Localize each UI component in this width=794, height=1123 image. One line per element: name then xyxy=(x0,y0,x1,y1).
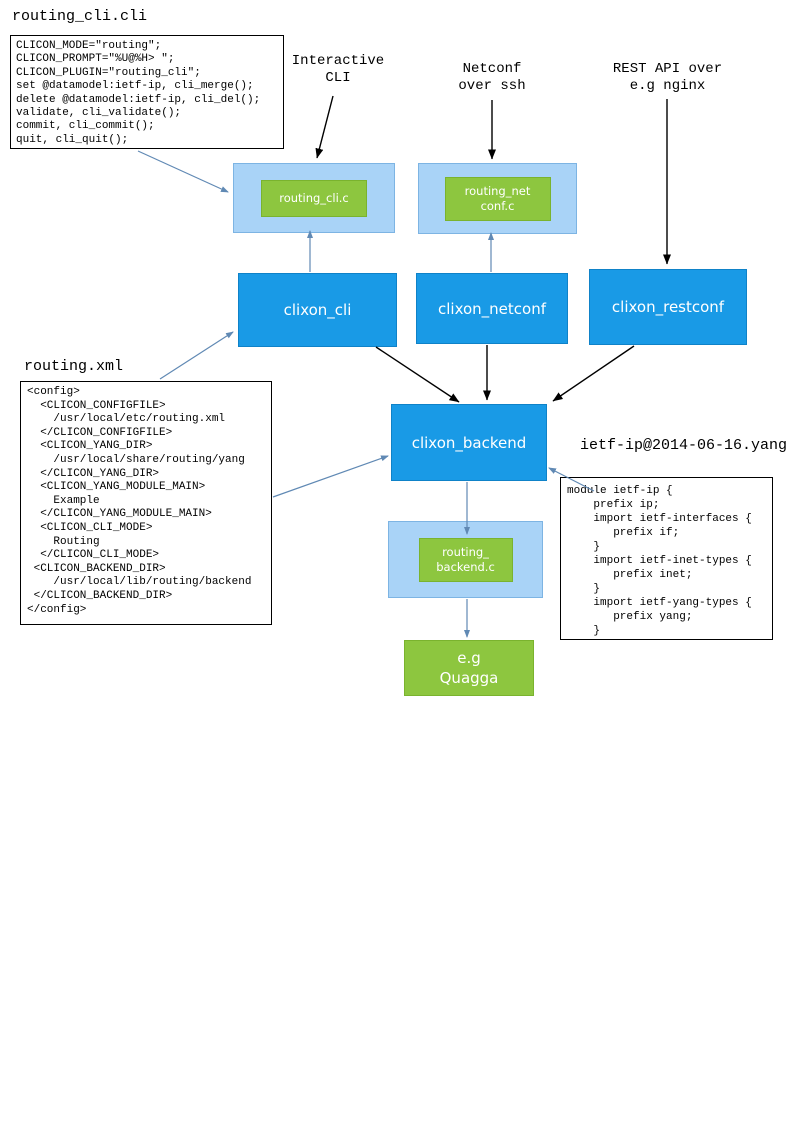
arrow-xml-file-to-backend xyxy=(272,455,389,498)
node-clixon-cli: clixon_cli xyxy=(238,273,397,347)
cli-file-code: CLICON_MODE="routing"; CLICON_PROMPT="%U… xyxy=(10,35,284,149)
node-routing-cli-plugin: routing_cli.c xyxy=(261,179,367,217)
node-clixon-restconf: clixon_restconf xyxy=(589,269,747,345)
arrow-cli-file-to-routing-cli-plugin xyxy=(137,150,229,193)
annotation-interactive-cli: Interactive CLI xyxy=(291,53,385,86)
node-clixon-restconf-label: clixon_restconf xyxy=(611,298,725,316)
arrow-xml-file-to-clixon-cli xyxy=(159,331,234,380)
node-routing-netconf-plugin-label: routing_net conf.c xyxy=(464,183,531,213)
node-routing-netconf-plugin-container: routing_net conf.c xyxy=(418,163,577,234)
yang-file-code: module ietf-ip { prefix ip; import ietf-… xyxy=(560,477,773,640)
node-routing-backend-plugin-label: routing_ backend.c xyxy=(436,544,495,574)
xml-file-title: routing.xml xyxy=(24,358,124,375)
node-routing-backend-plugin: routing_ backend.c xyxy=(418,537,513,582)
node-routing-backend-plugin-container: routing_ backend.c xyxy=(388,521,543,598)
arrow-interactive-cli-to-routing-cli xyxy=(315,95,334,159)
node-routing-netconf-plugin: routing_net conf.c xyxy=(444,176,551,221)
xml-file-code: <config> <CLICON_CONFIGFILE> /usr/local/… xyxy=(20,381,272,625)
node-quagga-label: e.g Quagga xyxy=(439,649,499,687)
yang-file-title: ietf-ip@2014-06-16.yang xyxy=(580,437,788,454)
node-routing-cli-plugin-container: routing_cli.c xyxy=(233,163,395,233)
node-clixon-netconf: clixon_netconf xyxy=(416,273,568,344)
node-clixon-backend: clixon_backend xyxy=(391,404,547,481)
arrow-clixon-cli-to-backend xyxy=(375,346,460,403)
cli-file-title: routing_cli.cli xyxy=(12,8,148,25)
arrow-clixon-restconf-to-backend xyxy=(552,345,635,402)
node-quagga: e.g Quagga xyxy=(404,640,534,696)
annotation-rest-api: REST API over e.g nginx xyxy=(612,61,723,94)
annotation-netconf-over-ssh: Netconf over ssh xyxy=(458,61,526,94)
node-clixon-netconf-label: clixon_netconf xyxy=(437,299,546,318)
node-clixon-backend-label: clixon_backend xyxy=(411,433,527,452)
node-clixon-cli-label: clixon_cli xyxy=(283,301,352,319)
node-routing-cli-plugin-label: routing_cli.c xyxy=(279,190,349,205)
